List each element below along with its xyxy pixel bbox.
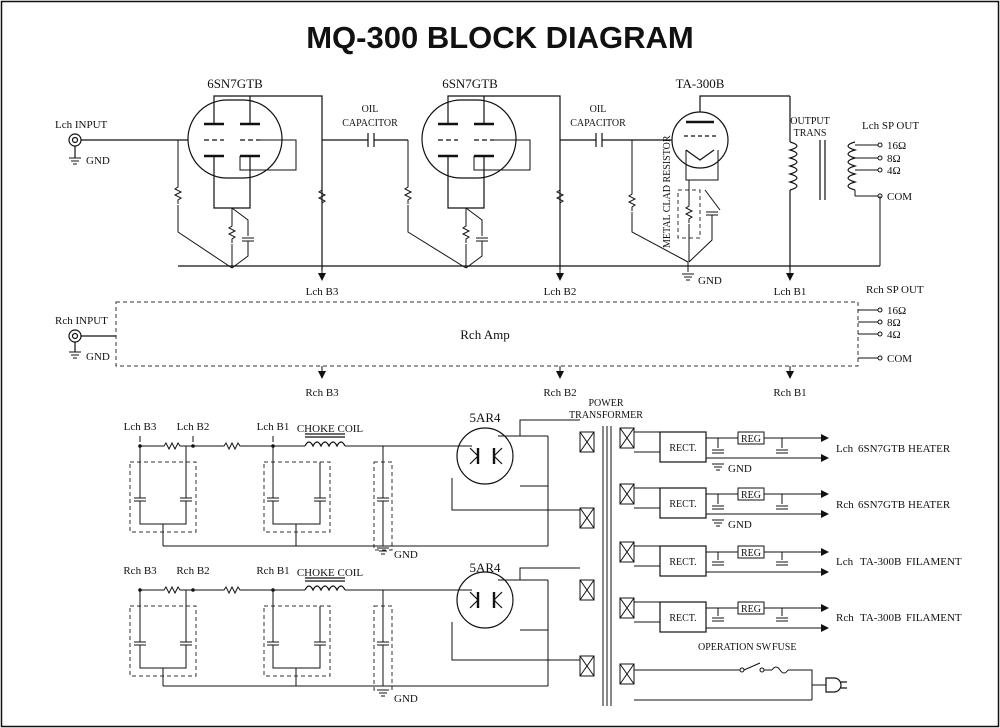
upper-b1-label: Lch B1 xyxy=(257,421,290,433)
upper-b2-label: Lch B2 xyxy=(177,421,210,433)
metal-clad-resistor-label: METAL CLAD RESISTOR xyxy=(662,135,673,248)
upper-gnd-label: GND xyxy=(394,549,418,561)
power-transformer-label-1: POWER xyxy=(589,398,624,409)
heater-4-name: TA-300B xyxy=(860,612,901,624)
heater-1-ch: Lch xyxy=(836,443,854,455)
operation-sw-label: OPERATION SW xyxy=(698,642,772,653)
heater-2-type: HEATER xyxy=(908,499,951,511)
upper-5ar4-label: 5AR4 xyxy=(469,410,501,425)
heater-row-2: RECT. REG GND Rch 6SN7GTB HEATER xyxy=(634,487,951,531)
upper-choke-label: CHOKE COIL xyxy=(297,423,364,435)
lch-amplifier-schematic: Lch INPUT GND 6SN7GTB OIL CAPACITOR xyxy=(55,76,919,298)
heater-3-ch: Lch xyxy=(836,556,854,568)
reg-label-1: REG xyxy=(741,434,761,445)
output-trans-label-2: TRANS xyxy=(794,128,827,139)
heater-3-type: FILAMENT xyxy=(906,556,962,568)
gnd-label-h1: GND xyxy=(728,463,752,475)
heater-2-ch: Rch xyxy=(836,499,854,511)
output-trans-label-1: OUTPUT xyxy=(790,116,829,127)
oil-cap2-label-1: OIL xyxy=(590,104,607,115)
heater-2-name: 6SN7GTB xyxy=(858,499,905,511)
oil-cap1-label-1: OIL xyxy=(362,104,379,115)
lch-tap-4: 4Ω xyxy=(887,165,901,177)
signal-gnd-label: GND xyxy=(698,275,722,287)
rch-b2-label: Rch B2 xyxy=(543,387,576,399)
lch-sp-out-label: Lch SP OUT xyxy=(862,120,919,132)
lower-b-supply: Rch B3 Rch B2 Rch B1 CHOKE COIL xyxy=(123,560,595,705)
upper-b-supply: Lch B3 Lch B2 Lch B1 CHOKE COIL xyxy=(124,410,595,561)
power-transformer: POWER TRANSFORMER xyxy=(569,398,643,706)
lch-input-gnd-label: GND xyxy=(86,155,110,167)
tube-6sn7gtb-2 xyxy=(421,95,561,270)
oil-cap2-label-2: CAPACITOR xyxy=(570,118,626,129)
rch-input-gnd-label: GND xyxy=(86,351,110,363)
tube1-label: 6SN7GTB xyxy=(207,76,263,91)
heater-row-1: RECT. REG GND Lch 6SN7GTB HEATER xyxy=(634,431,951,475)
rect-label-3: RECT. xyxy=(669,557,696,568)
rch-amp-label: Rch Amp xyxy=(460,327,509,342)
heater-4-ch: Rch xyxy=(836,612,854,624)
oil-cap1-label-2: CAPACITOR xyxy=(342,118,398,129)
rect-label-1: RECT. xyxy=(669,443,696,454)
lower-b1-label: Rch B1 xyxy=(256,565,289,577)
power-supply-schematic: Lch B3 Lch B2 Lch B1 CHOKE COIL xyxy=(123,398,962,706)
rch-tap-4: 4Ω xyxy=(887,329,901,341)
heater-1-type: HEATER xyxy=(908,443,951,455)
heater-supplies: RECT. REG GND Lch 6SN7GTB HEATER RECT. xyxy=(634,431,962,633)
lower-5ar4-label: 5AR4 xyxy=(469,560,501,575)
rch-com-label: COM xyxy=(887,353,912,365)
lower-gnd-label: GND xyxy=(394,693,418,705)
lch-b1-label: Lch B1 xyxy=(774,286,807,298)
rch-input-label: Rch INPUT xyxy=(55,315,108,327)
rch-amp-block: Rch Amp Rch INPUT GND Rch SP OUT 16Ω 8Ω … xyxy=(55,284,924,399)
tube3-label: TA-300B xyxy=(676,76,725,91)
page-title: MQ-300 BLOCK DIAGRAM xyxy=(306,20,694,55)
lch-tap-16: 16Ω xyxy=(887,140,906,152)
lower-b3-label: Rch B3 xyxy=(123,565,157,577)
reg-label-3: REG xyxy=(741,548,761,559)
output-transformer xyxy=(787,96,858,270)
lch-tap-8: 8Ω xyxy=(887,153,901,165)
tube-ta-300b xyxy=(671,95,790,181)
lower-choke-label: CHOKE COIL xyxy=(297,567,364,579)
heater-4-type: FILAMENT xyxy=(906,612,962,624)
lch-b2-label: Lch B2 xyxy=(544,286,577,298)
heater-row-3: RECT. REG Lch TA-300B FILAMENT xyxy=(634,545,962,577)
reg-label-2: REG xyxy=(741,490,761,501)
lch-input-label: Lch INPUT xyxy=(55,119,108,131)
rch-tap-16: 16Ω xyxy=(887,305,906,317)
rch-b3-label: Rch B3 xyxy=(305,387,339,399)
rect-label-2: RECT. xyxy=(669,499,696,510)
heater-3-name: TA-300B xyxy=(860,556,901,568)
tube-6sn7gtb-1 xyxy=(187,95,323,270)
mains-input: OPERATION SW FUSE xyxy=(634,642,847,701)
lch-input-jack xyxy=(68,133,188,165)
rect-label-4: RECT. xyxy=(669,613,696,624)
rch-b1-label: Rch B1 xyxy=(773,387,806,399)
heater-row-4: RECT. REG Rch TA-300B FILAMENT xyxy=(634,601,962,633)
rch-sp-out-label: Rch SP OUT xyxy=(866,284,924,296)
lower-b2-label: Rch B2 xyxy=(176,565,209,577)
tube2-label: 6SN7GTB xyxy=(442,76,498,91)
power-transformer-label-2: TRANSFORMER xyxy=(569,410,643,421)
reg-label-4: REG xyxy=(741,604,761,615)
fuse-label: FUSE xyxy=(772,642,796,653)
lch-b3-label: Lch B3 xyxy=(306,286,339,298)
gnd-label-h2: GND xyxy=(728,519,752,531)
upper-b3-label: Lch B3 xyxy=(124,421,157,433)
rch-tap-8: 8Ω xyxy=(887,317,901,329)
lch-com-label: COM xyxy=(887,191,912,203)
heater-1-name: 6SN7GTB xyxy=(858,443,905,455)
